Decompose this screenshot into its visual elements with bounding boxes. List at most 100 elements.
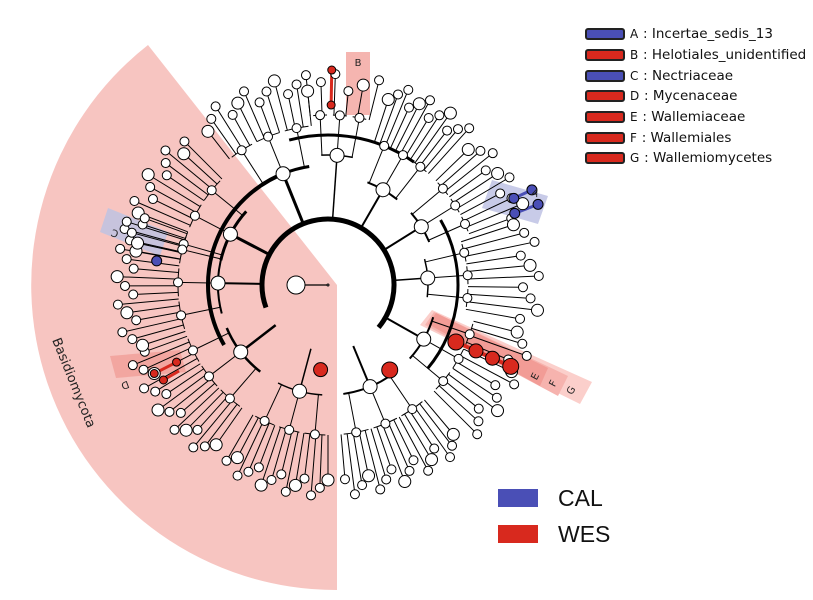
tree-branch: [433, 390, 478, 435]
tree-node-83: [515, 250, 526, 261]
tree-branch: [136, 311, 181, 321]
tree-node-36: [329, 147, 345, 163]
legend-swatch-g: [585, 152, 625, 165]
tree-branch: [387, 422, 410, 472]
tree-branch: [281, 173, 305, 225]
legend-key-g: G: [630, 151, 640, 166]
tree-branch: [192, 400, 233, 448]
taxa-legend: A : Incertae_sedis_13 B : Helotiales_uni…: [585, 24, 806, 169]
tree-node-109: [351, 427, 362, 438]
clade-letter-e: E: [529, 371, 542, 382]
tree-node-185: [468, 343, 484, 359]
legend-key-f: F: [630, 130, 638, 145]
tree-node-187: [502, 357, 520, 375]
tree-node-20: [275, 166, 291, 182]
tree-branch: [122, 318, 182, 333]
tree-node-120: [381, 474, 392, 485]
tree-node-96: [521, 350, 532, 361]
tree-node-70: [491, 166, 505, 180]
tree-branch: [456, 176, 510, 209]
tree-branch: [466, 255, 521, 265]
tree-branch: [320, 82, 323, 116]
tree-node-173: [112, 299, 123, 310]
tree-branch: [310, 434, 317, 496]
tree-branch: [166, 368, 204, 395]
tree-node-152: [179, 423, 193, 437]
tree-node-114: [425, 453, 439, 467]
tree-branch: [348, 392, 357, 433]
tree-node-81: [519, 227, 530, 238]
tree-branch: [154, 363, 201, 392]
tree-branch: [117, 298, 179, 306]
tree-branch: [358, 431, 370, 476]
tree-branch: [340, 434, 346, 480]
tree-node-140: [243, 466, 254, 477]
tree-node-76: [420, 270, 436, 286]
highlight-d: [110, 350, 186, 378]
tree-node-60: [452, 124, 463, 135]
tree-node-92: [453, 353, 464, 364]
tree-node-189: [313, 362, 329, 378]
tree-node-87: [525, 293, 536, 304]
group-item-cal: CAL: [498, 480, 610, 516]
tree-branch: [243, 91, 265, 139]
tree-node-31: [261, 86, 272, 97]
tree-node-119: [386, 464, 397, 475]
tree-branch: [210, 118, 237, 155]
tree-branch: [236, 417, 259, 458]
legend-item-c: C : Nectriaceae: [585, 65, 806, 86]
tree-branch: [183, 243, 223, 256]
tree-branch: [438, 385, 479, 422]
tree-branch: [147, 174, 201, 207]
tree-branch: [165, 162, 209, 196]
tree-branch: [192, 332, 230, 351]
tree-node-134: [288, 478, 302, 492]
tree-node-27: [227, 109, 238, 120]
legend-name-f: Wallemiales: [650, 129, 732, 146]
clade-letter-d: D: [119, 378, 130, 391]
tree-branch: [132, 341, 190, 366]
tree-node-166: [173, 277, 184, 288]
tree-branch: [169, 378, 212, 413]
tree-branch: [137, 242, 182, 254]
tree-branch: [466, 203, 523, 228]
tree-node-47: [379, 140, 390, 151]
tree-node-150: [188, 442, 199, 453]
legend-name-e: Wallemiaceae: [651, 109, 746, 126]
tree-node-164: [210, 275, 226, 291]
tree-branch: [463, 232, 525, 250]
tree-node-196: [151, 255, 163, 267]
tree-branch: [427, 293, 468, 299]
tree-branch: [247, 422, 270, 472]
legend-item-f: F : Wallemiales: [585, 127, 806, 148]
tree-branch: [370, 428, 387, 480]
tree-node-33: [283, 89, 294, 100]
tree-branch: [134, 200, 191, 226]
tree-branch: [384, 89, 409, 147]
tree-branch: [448, 373, 498, 412]
tree-node-25: [206, 113, 217, 124]
tree-node-111: [447, 440, 458, 451]
tree-branch: [411, 188, 444, 215]
tree-branch: [143, 347, 192, 371]
tree-branch: [467, 293, 531, 299]
tree-node-132: [306, 490, 317, 501]
tree-node-169: [127, 334, 138, 345]
tree-node-2: [222, 226, 238, 242]
tree-branch: [144, 217, 188, 235]
tree-node-93: [438, 376, 449, 387]
tree-node-195: [526, 184, 538, 196]
tree-node-28: [231, 96, 245, 110]
tree-node-167: [177, 244, 188, 255]
tree-node-21: [236, 145, 247, 156]
tree-node-54: [412, 97, 426, 111]
tree-node-45: [374, 75, 385, 86]
tree-node-138: [254, 478, 268, 492]
tree-branch: [463, 197, 512, 222]
tree-branch: [373, 99, 389, 143]
tree-branch: [273, 80, 288, 131]
tree-branch: [197, 396, 229, 431]
tree-node-13: [145, 182, 156, 193]
tree-branch: [464, 241, 535, 257]
